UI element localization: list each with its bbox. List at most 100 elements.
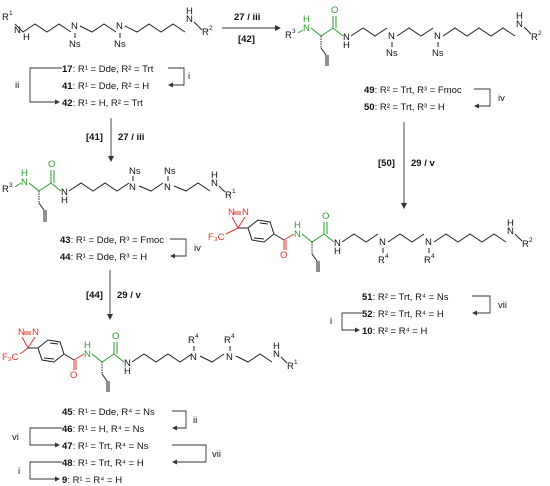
svg-text:42: R¹ = H, R² = Trt: 42: R¹ = H, R² = Trt [62, 98, 143, 109]
compound-42-text: : R¹ = H, R² = Trt [73, 98, 144, 109]
svg-text:N: N [425, 237, 432, 248]
compound-list-43-44: 43: R¹ = Dde, R³ = Fmoc 44: R¹ = Dde, R³… [60, 235, 201, 263]
r2-sup: 2 [538, 30, 542, 37]
carbonyl-o: O [331, 5, 338, 16]
svg-text:F₃C: F₃C [208, 232, 225, 243]
svg-text:[44]: [44] [86, 290, 103, 301]
compound-41-text: : R¹ = Dde, R² = H [73, 81, 150, 92]
svg-text:N: N [334, 238, 341, 249]
svg-text:O: O [280, 250, 287, 261]
svg-text:29 / v: 29 / v [117, 290, 141, 301]
nh-h-green: H [303, 14, 310, 25]
amine-n: N [388, 31, 395, 42]
svg-text:O: O [112, 331, 119, 342]
amide-n: N [343, 32, 350, 43]
svg-text:4: 4 [195, 333, 199, 340]
svg-text:H: H [84, 340, 91, 351]
svg-text:H: H [507, 218, 514, 229]
chain-bond [124, 23, 186, 33]
svg-text:i: i [18, 466, 20, 477]
r2-label: R [531, 32, 538, 43]
structure-top-right: R 3 H N O N H N Ns N Ns H N R 2 [285, 5, 542, 66]
svg-text:H: H [273, 341, 280, 352]
reagent-i: i [188, 71, 190, 82]
nh-n: N [14, 25, 21, 36]
svg-text:1: 1 [232, 188, 236, 195]
r2-sup: 2 [209, 25, 213, 32]
compound-17-id: 17 [62, 64, 73, 75]
amide-h: H [343, 40, 350, 51]
ns-label: Ns [69, 39, 81, 50]
svg-text:N: N [242, 207, 249, 218]
svg-text:R: R [424, 255, 431, 266]
svg-text:4: 4 [231, 333, 235, 340]
svg-text:vi: vi [12, 432, 19, 443]
svg-text:Ns: Ns [129, 166, 141, 177]
svg-text:N: N [164, 182, 171, 193]
svg-text:N: N [21, 177, 28, 188]
svg-text:43: R¹ = Dde, R³ = Fmoc: 43: R¹ = Dde, R³ = Fmoc [60, 235, 164, 246]
compound-41-id: 41 [62, 81, 73, 92]
nh-n: N [516, 19, 523, 30]
svg-text:N: N [190, 352, 197, 363]
svg-text:17: R¹ = Dde, R² = Trt: 17: R¹ = Dde, R² = Trt [62, 64, 154, 75]
svg-text:O: O [322, 211, 329, 222]
svg-text:R: R [287, 361, 294, 372]
svg-text:N: N [84, 349, 91, 360]
svg-text:49: R² = Trt, R³ = Fmoc: 49: R² = Trt, R³ = Fmoc [364, 85, 462, 96]
svg-text:3: 3 [9, 182, 13, 189]
svg-text:Ns: Ns [164, 166, 176, 177]
r3-label: R [285, 30, 292, 41]
svg-text:27 / iii: 27 / iii [234, 12, 260, 23]
amine-n: N [434, 31, 441, 42]
svg-text:vii: vii [498, 300, 507, 311]
ref-41: [41] [86, 132, 103, 143]
arrow-iv-49-50 [474, 88, 491, 107]
svg-text:41: R¹ = Dde, R² = H: 41: R¹ = Dde, R² = H [62, 81, 149, 92]
svg-text:R: R [188, 335, 195, 346]
svg-text:50: R² = Trt, R³ = H: 50: R² = Trt, R³ = H [364, 102, 445, 113]
svg-text:R: R [224, 335, 231, 346]
svg-text:N: N [294, 229, 301, 240]
svg-text:N: N [18, 327, 25, 338]
structure-mid-right: N N F₃C O H N O N H N R 4 N [208, 207, 533, 272]
ns-label: Ns [432, 48, 444, 59]
svg-text:N: N [124, 358, 131, 369]
svg-text:4: 4 [431, 253, 435, 260]
reagent-top-ref: [42] [238, 34, 255, 45]
ns-label: Ns [114, 39, 126, 50]
arrow-left-27-iii: [41] 27 / iii [86, 118, 144, 162]
svg-text:F₃C: F₃C [2, 352, 19, 363]
svg-text:N: N [61, 187, 68, 198]
svg-text:1: 1 [294, 359, 298, 366]
amine-n: N [71, 21, 78, 32]
svg-text:52: R² = Trt, R⁴ = H: 52: R² = Trt, R⁴ = H [362, 309, 444, 320]
structure-polyamine-top-left: R 1 H N N Ns N Ns H N R 2 [2, 6, 213, 50]
reagent-top: 27 / iii [234, 12, 260, 23]
nh-h: H [516, 11, 523, 22]
r2-label: R [202, 27, 209, 38]
r1-label: R [2, 12, 9, 23]
compound-42-id: 42 [62, 98, 73, 109]
svg-text:H: H [334, 246, 341, 257]
svg-text:48: R¹ = Trt, R⁴ = H: 48: R¹ = Trt, R⁴ = H [62, 458, 144, 469]
svg-text:i: i [330, 316, 332, 327]
svg-text:ii: ii [193, 415, 197, 426]
svg-text:vii: vii [212, 449, 221, 460]
svg-text:10: R² = R⁴ = H: 10: R² = R⁴ = H [362, 326, 427, 337]
svg-text:44: R¹ = Dde, R³ = H: 44: R¹ = Dde, R³ = H [60, 252, 147, 263]
reagent-ii: ii [15, 80, 19, 91]
ns-label: Ns [386, 48, 398, 59]
nh-h: H [186, 6, 193, 17]
arrowhead [168, 82, 173, 88]
arrowhead [55, 99, 60, 105]
reagent-right: 29 / v [411, 158, 435, 169]
compound-17-text: : R¹ = Dde, R² = Trt [73, 64, 154, 75]
svg-text:R: R [522, 239, 529, 250]
r2-bond [193, 21, 203, 31]
arrow-top-27-iii: 27 / iii [42] [222, 12, 281, 45]
svg-text:46: R¹ = H, R⁴ = Ns: 46: R¹ = H, R⁴ = Ns [62, 424, 144, 435]
compound-list-45-48-9: 45: R¹ = Dde, R⁴ = Ns 46: R¹ = H, R⁴ = N… [12, 407, 221, 486]
arrow-right-29-v: [50] 29 / v [378, 122, 435, 209]
